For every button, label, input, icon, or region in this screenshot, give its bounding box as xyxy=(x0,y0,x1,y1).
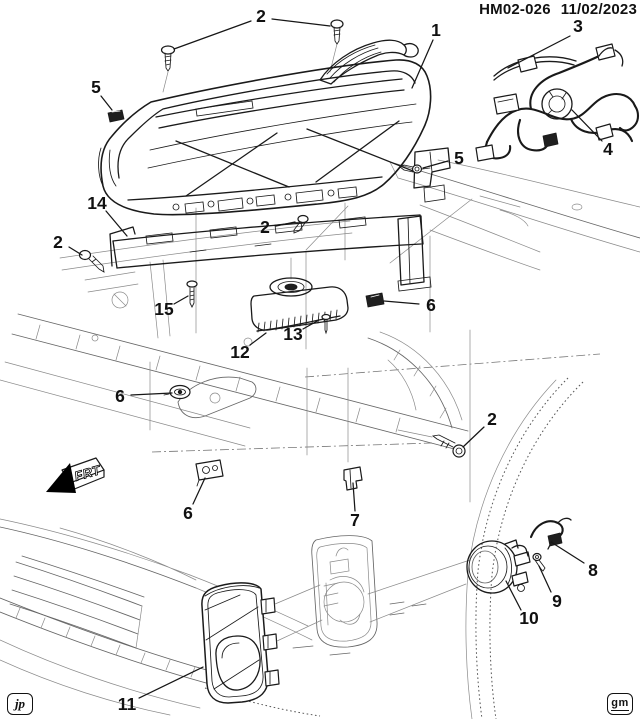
led-module xyxy=(250,257,349,335)
callout-leader-2 xyxy=(275,221,296,227)
callout-2: 2 xyxy=(487,409,497,429)
callout-leader-7 xyxy=(352,482,356,512)
fasteners xyxy=(78,19,466,491)
body-structure xyxy=(0,43,640,656)
callout-9: 9 xyxy=(552,591,562,611)
callout-leader-15 xyxy=(173,295,189,305)
fog-lamp xyxy=(466,539,531,594)
callout-6: 6 xyxy=(115,386,125,406)
callout-leader-6 xyxy=(130,392,173,396)
mounting-bracket xyxy=(109,214,432,292)
callout-leader-6 xyxy=(192,477,206,505)
illustrator-mark: jp xyxy=(7,693,33,715)
front-bumper-grille xyxy=(0,518,321,717)
callout-5: 5 xyxy=(454,148,464,168)
callout-6: 6 xyxy=(183,503,193,523)
callout-8: 8 xyxy=(588,560,598,580)
callout-10: 10 xyxy=(519,608,539,628)
callout-leader-9 xyxy=(538,565,552,593)
callout-leader-2 xyxy=(68,246,83,256)
callout-2: 2 xyxy=(53,232,63,252)
drawing-date: 11/02/2023 xyxy=(560,1,637,18)
drawing-number: HM02-026 xyxy=(479,1,551,18)
callout-leader-14 xyxy=(105,210,128,237)
gm-logo: gm xyxy=(607,693,633,715)
wheel-arch xyxy=(465,377,584,719)
callout-15: 15 xyxy=(154,299,174,319)
frt-direction-arrow: FRT xyxy=(46,457,105,493)
callout-13: 13 xyxy=(283,324,303,344)
callout-leader-8 xyxy=(550,541,585,564)
callout-4: 4 xyxy=(603,139,613,159)
callout-leader-2 xyxy=(173,20,252,50)
callout-leader-6 xyxy=(383,300,420,305)
callout-leader-11 xyxy=(138,666,204,699)
callout-1: 1 xyxy=(431,20,441,40)
headlamp-assembly xyxy=(98,39,451,216)
callout-leader-2 xyxy=(271,18,331,27)
gm-logo-text: gm xyxy=(611,696,629,711)
fog-lamp-bezel xyxy=(201,582,323,704)
callout-leader-5 xyxy=(100,95,113,111)
callout-6: 6 xyxy=(426,295,436,315)
callout-leader-13 xyxy=(302,319,320,330)
callout-leader-12 xyxy=(249,332,267,346)
illustrator-mark-text: jp xyxy=(14,696,26,711)
callout-3: 3 xyxy=(573,16,583,36)
callout-11: 11 xyxy=(118,694,137,714)
fog-lamp-harness xyxy=(529,517,572,550)
wiring-harness xyxy=(475,43,640,162)
callout-leader-3 xyxy=(507,35,571,69)
fog-lamp-screw xyxy=(532,552,546,572)
callout-leader-1 xyxy=(411,39,434,89)
drawing-header: HM02-026 11/02/2023 xyxy=(479,1,637,18)
callout-5: 5 xyxy=(91,77,101,97)
callout-leader-5 xyxy=(422,160,449,169)
callout-14: 14 xyxy=(87,193,107,213)
callout-leader-10 xyxy=(505,580,522,611)
callout-leader-2 xyxy=(462,426,485,448)
callout-leader-4 xyxy=(571,109,603,142)
callout-2: 2 xyxy=(256,6,266,26)
callout-12: 12 xyxy=(230,342,250,362)
callout-7: 7 xyxy=(350,510,360,530)
fog-lamp-opening xyxy=(311,535,471,648)
callout-2: 2 xyxy=(260,217,270,237)
